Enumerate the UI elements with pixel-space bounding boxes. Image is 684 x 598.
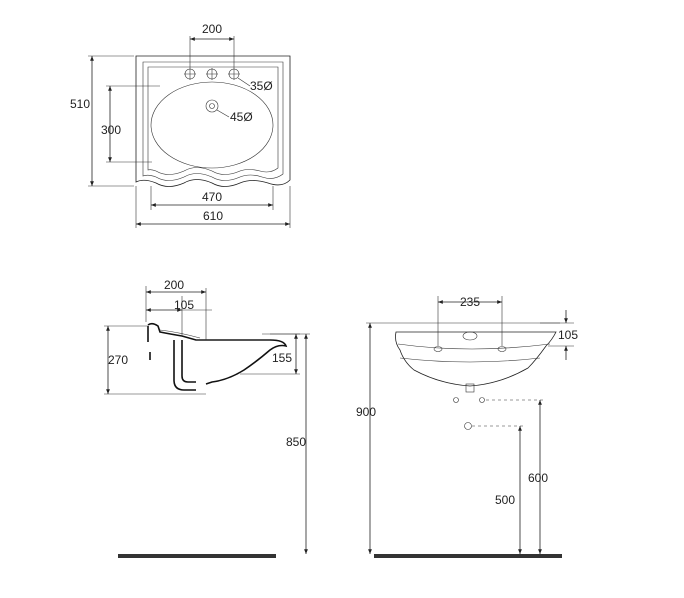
dim-rim-height-side: 850	[286, 435, 306, 449]
dim-tap-spacing-top: 200	[202, 22, 222, 36]
basin-inner-rim	[142, 61, 284, 181]
waste-pipe-side	[173, 340, 196, 391]
tap-holes	[184, 68, 240, 80]
dim-bowl-depth-side: 155	[272, 351, 292, 365]
floor-side	[118, 554, 276, 558]
top-view: 200 35Ø 45Ø 510 300 470 610	[70, 22, 291, 228]
dim-back-to-tap: 200	[164, 278, 184, 292]
dim-basin-height: 270	[108, 353, 128, 367]
waste-point-icon	[464, 422, 472, 430]
dim-bowl-depth-top: 300	[101, 123, 121, 137]
dim-overall-depth: 510	[70, 97, 90, 111]
dim-tap-spacing-front: 235	[460, 295, 480, 309]
dim-back-to-drain: 105	[174, 298, 194, 312]
front-view: 235 105 900 600 500	[356, 295, 578, 558]
dim-tap-hole: 35Ø	[250, 79, 273, 93]
supply-point-right-icon	[479, 397, 485, 403]
dim-waste-height: 500	[495, 493, 515, 507]
bowl-top	[150, 81, 274, 169]
dim-drain-hole: 45Ø	[230, 110, 253, 124]
basin-profile-side	[147, 322, 288, 385]
dim-rim-thickness: 105	[558, 328, 578, 342]
basin-outline-top	[135, 55, 291, 187]
dim-rim-height-front: 900	[356, 405, 376, 419]
floor-front	[374, 554, 562, 558]
basin-front	[395, 331, 557, 387]
dim-overall-width: 610	[203, 209, 223, 223]
dim-supply-height: 600	[528, 471, 548, 485]
supply-point-left-icon	[453, 397, 459, 403]
dim-bowl-width: 470	[202, 190, 222, 204]
decor-crest-icon	[462, 331, 478, 341]
basin-inner-rim-2	[147, 66, 279, 175]
drain-hole-icon	[205, 99, 219, 113]
side-view: 200 105 270 155 850	[104, 278, 310, 558]
